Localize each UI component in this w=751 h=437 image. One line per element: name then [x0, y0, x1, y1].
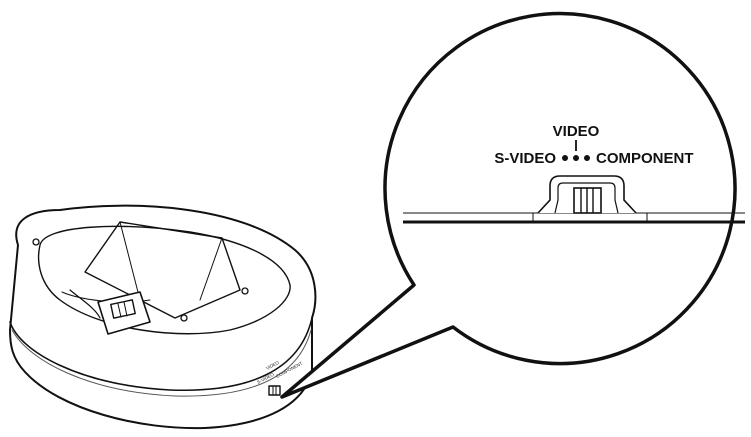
position-dot-video	[573, 155, 579, 161]
screw-icon	[180, 314, 188, 322]
label-component: COMPONENT	[596, 150, 694, 167]
label-video: VIDEO	[553, 123, 600, 140]
screw-icon	[241, 287, 249, 295]
cradle-recess	[37, 225, 291, 335]
cradle-device	[9, 204, 317, 430]
position-dot-svideo	[562, 155, 568, 161]
screw-icon	[32, 238, 40, 246]
cradle-rim	[9, 317, 313, 392]
callout-outline	[280, 11, 737, 399]
label-svideo: S-VIDEO	[494, 150, 556, 167]
position-dot-component	[584, 155, 590, 161]
device-label-video: VIDEO	[265, 360, 280, 371]
callout-bubble: VIDEO S-VIDEO COMPONENT	[280, 11, 745, 399]
device-switch[interactable]	[268, 385, 281, 396]
